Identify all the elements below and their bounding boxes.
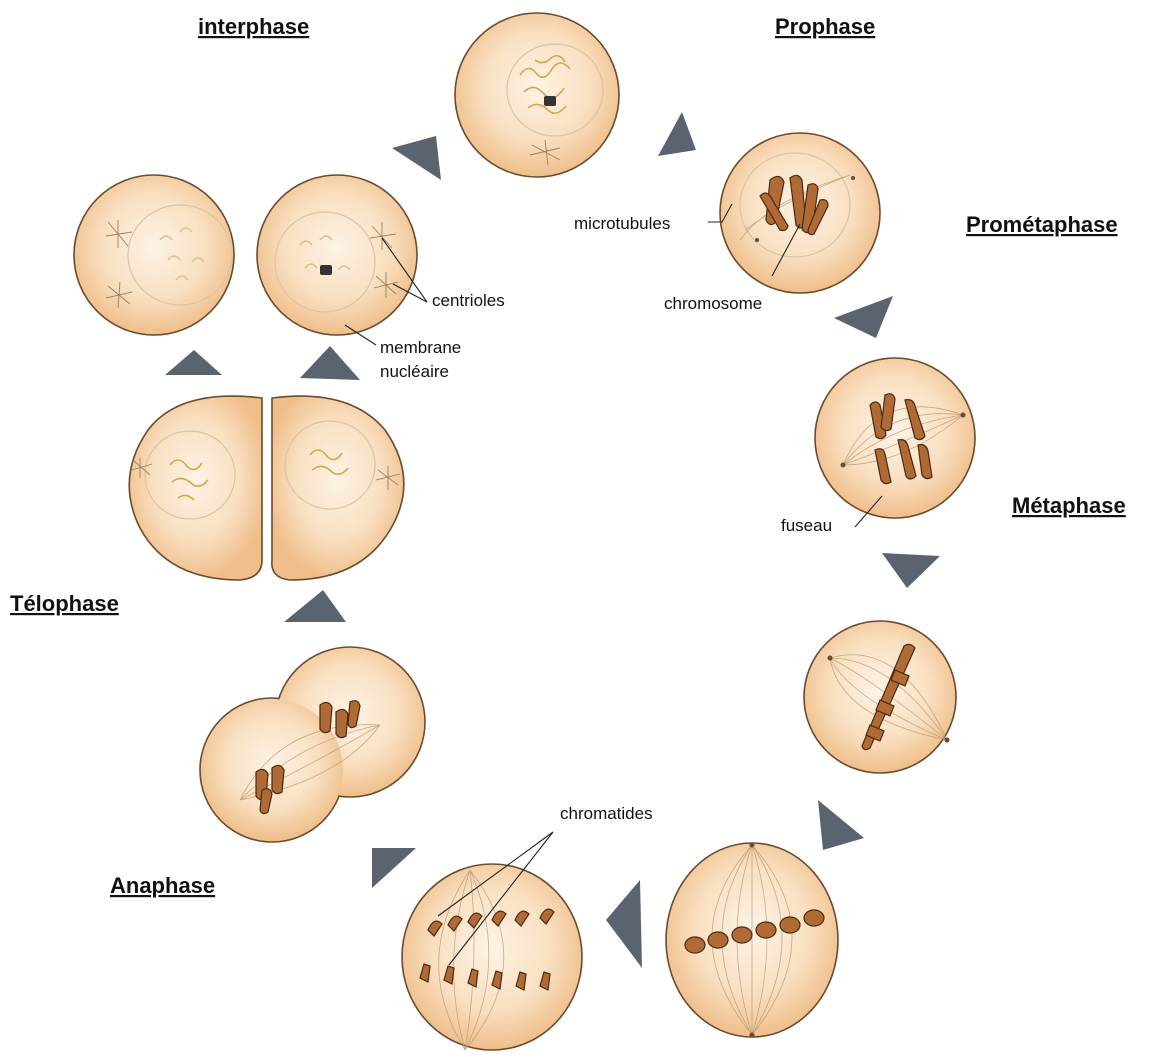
- arrow-prometaphase-to-metaphase: [882, 553, 940, 588]
- arrow-interphase-to-prophase: [658, 112, 696, 156]
- title-metaphase: Métaphase: [1012, 493, 1126, 518]
- cell-interphase-right: [257, 175, 417, 335]
- arrow-to-interphase-top: [392, 136, 441, 180]
- leader-lines: [345, 204, 882, 965]
- cell-interphase-left: [74, 175, 234, 335]
- arrow-metaphase-to-anaphase: [818, 800, 864, 850]
- label-chromatides: chromatides: [560, 804, 653, 823]
- label-membrane-line1: membrane: [380, 338, 461, 357]
- label-microtubules: microtubules: [574, 214, 670, 233]
- cell-interphase-top: [455, 13, 619, 177]
- arrow-prophase-to-prometaphase: [834, 296, 893, 338]
- label-chromosome: chromosome: [664, 294, 762, 313]
- title-interphase: interphase: [198, 14, 309, 39]
- cell-metaphase: [804, 621, 956, 773]
- label-fuseau: fuseau: [781, 516, 832, 535]
- label-membrane-line2: nucléaire: [380, 362, 449, 381]
- cell-telophase: [129, 396, 404, 580]
- arrow-telophase-to-interphase-left: [165, 350, 222, 375]
- title-prometaphase: Prométaphase: [966, 212, 1118, 237]
- arrow-anaphase-to-dividing: [372, 848, 416, 888]
- cell-late-anaphase: [402, 864, 582, 1050]
- label-centrioles: centrioles: [432, 291, 505, 310]
- cell-anaphase-dividing: [200, 647, 425, 842]
- arrow-telophase-to-interphase-right: [300, 346, 360, 380]
- cell-prophase: [720, 133, 880, 293]
- arrow-anaphase-progress: [606, 880, 642, 968]
- title-anaphase: Anaphase: [110, 873, 215, 898]
- arrow-to-telophase: [284, 590, 346, 622]
- title-prophase: Prophase: [775, 14, 875, 39]
- cell-prometaphase: [815, 358, 975, 518]
- title-telophase: Télophase: [10, 591, 119, 616]
- cell-early-anaphase: [666, 843, 838, 1038]
